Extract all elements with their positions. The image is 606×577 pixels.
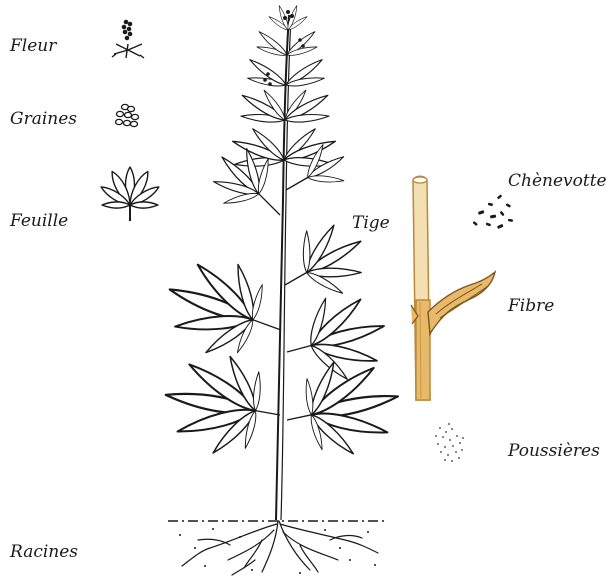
stem-section [411, 176, 495, 400]
hemp-plant [153, 5, 408, 520]
seeds-icon [116, 104, 139, 126]
flower-icon [112, 20, 144, 58]
leaf-icon [99, 167, 161, 221]
roots [182, 521, 378, 575]
dust-icon [435, 423, 464, 462]
shives-icon [473, 194, 514, 229]
